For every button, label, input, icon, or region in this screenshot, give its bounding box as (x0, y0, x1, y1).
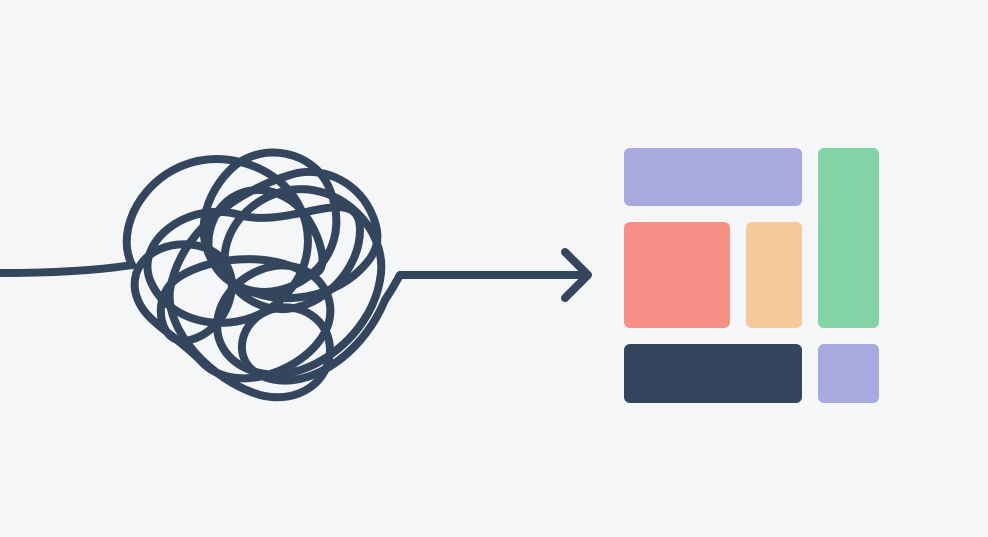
tangle-loop-3 (196, 261, 384, 383)
tangled-line-icon (0, 148, 589, 402)
grid-block-middle-right (746, 222, 802, 328)
arrow-right-icon (561, 248, 592, 302)
grid-block-bottom-wide (624, 344, 802, 403)
grid-block-top-wide (624, 148, 802, 206)
tangle-loop-7 (165, 167, 382, 402)
grid-block-middle-left (624, 222, 730, 328)
incoming-line (0, 261, 136, 277)
organized-grid-icon (624, 148, 879, 403)
grid-block-right-tall (818, 148, 879, 328)
grid-block-bottom-small (818, 344, 879, 403)
tangle-loop-8 (238, 271, 404, 385)
tangle-loop-6 (199, 148, 364, 303)
